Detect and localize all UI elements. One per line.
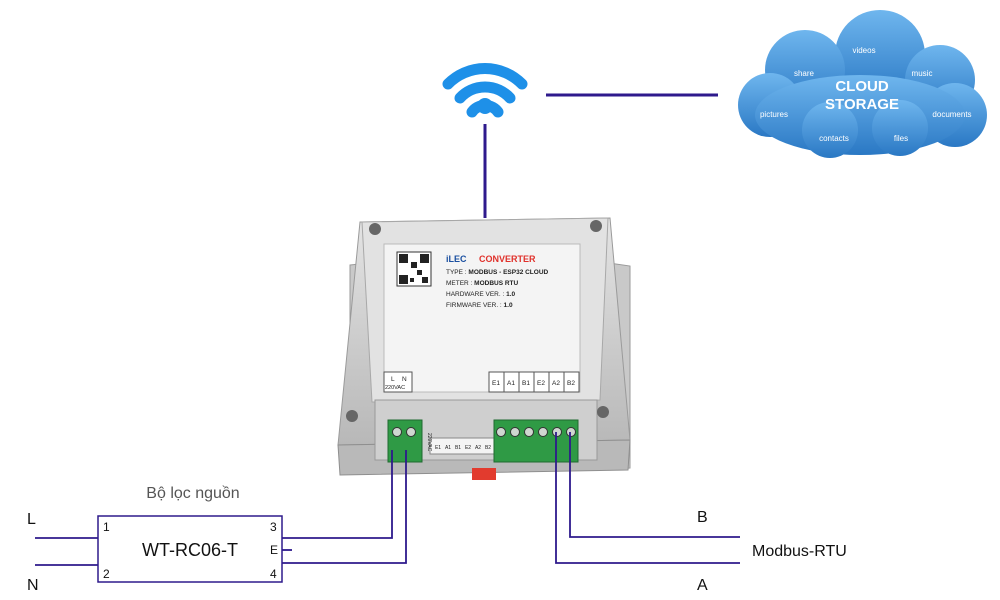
cloud-word-documents: documents	[932, 110, 971, 119]
device-brand: iLEC	[446, 254, 467, 264]
terminal-label-b2: B2	[567, 380, 575, 387]
filter-model: WT-RC06-T	[142, 540, 238, 560]
bus-name-label: Modbus-RTU	[752, 543, 847, 560]
device-type-label: TYPE :	[446, 269, 468, 276]
device-fw-line: FIRMWARE VER. : 1.0	[446, 302, 513, 309]
device-hw-value: 1.0	[506, 291, 515, 298]
cloud-word-pictures: pictures	[760, 110, 788, 119]
terminal-label-a2: A2	[552, 380, 560, 387]
terminal-label-b1: B1	[522, 380, 530, 387]
wifi-icon	[442, 63, 528, 118]
device-type-value: MODBUS - ESP32 CLOUD	[468, 269, 548, 276]
filter-pin-e: E	[270, 543, 278, 557]
cloud-word-contacts: contacts	[819, 134, 849, 143]
side-voltage: 220VAC	[426, 433, 432, 452]
wires	[35, 432, 740, 566]
line-l-label: L	[27, 511, 36, 528]
device-hw-line: HARDWARE VER. : 1.0	[446, 291, 515, 298]
cloud-word-videos: videos	[852, 46, 875, 55]
strip-label-b2: B2	[485, 445, 491, 451]
device-name: CONVERTER	[479, 254, 536, 264]
wire-filter-3-to-l	[282, 450, 393, 539]
device-fw-value: 1.0	[504, 302, 513, 309]
device-meter-value: MODBUS RTU	[474, 280, 518, 287]
bus-a-label: A	[697, 577, 708, 594]
terminal-screws	[392, 427, 576, 437]
device-meter-line: METER : MODBUS RTU	[446, 280, 519, 287]
strip-label-b1: B1	[455, 445, 461, 451]
filter-pin-4: 4	[270, 567, 277, 581]
strip-label-a1: A1	[445, 445, 451, 451]
line-n-label: N	[27, 577, 39, 594]
cloud-word-music: music	[912, 69, 933, 78]
cloud-title-1: CLOUD	[835, 78, 888, 95]
cloud-title-2: STORAGE	[825, 96, 899, 113]
power-term-l: L	[391, 376, 395, 383]
device-type-line: TYPE : MODBUS - ESP32 CLOUD	[446, 269, 549, 276]
strip-label-a2: A2	[475, 445, 481, 451]
cloud-storage-icon	[738, 10, 987, 158]
power-voltage: 220VAC	[385, 385, 405, 391]
device-fw-label: FIRMWARE VER. :	[446, 302, 504, 309]
strip-label-e1: E1	[435, 445, 441, 451]
strip-label-e2: E2	[465, 445, 471, 451]
device-meter-label: METER :	[446, 280, 474, 287]
device-hw-label: HARDWARE VER. :	[446, 291, 506, 298]
filter-box	[97, 515, 283, 583]
terminal-label-a1: A1	[507, 380, 515, 387]
filter-pin-1: 1	[103, 520, 110, 534]
filter-caption: Bộ lọc nguồn	[146, 485, 239, 502]
wire-b	[569, 432, 740, 538]
terminal-label-e2: E2	[537, 380, 545, 387]
converter-device	[337, 217, 631, 480]
terminal-label-e1: E1	[492, 380, 500, 387]
bus-b-label: B	[697, 509, 708, 526]
wire-filter-4-to-n	[282, 450, 407, 564]
wire-a	[555, 432, 740, 564]
filter-pin-3: 3	[270, 520, 277, 534]
cloud-word-share: share	[794, 69, 815, 78]
filter-pin-2: 2	[103, 567, 110, 581]
cloud-word-files: files	[894, 134, 908, 143]
power-term-n: N	[402, 376, 407, 383]
